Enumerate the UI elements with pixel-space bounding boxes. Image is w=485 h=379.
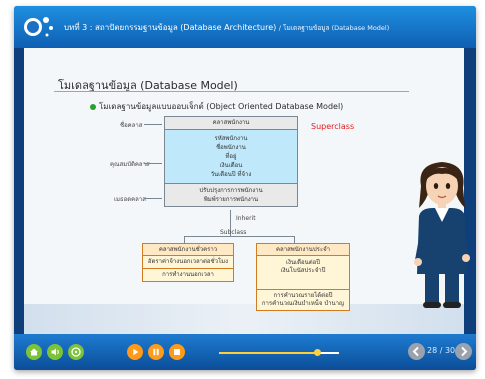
- subclass-name: คลาสพนักงานชั่วคราว: [143, 244, 233, 256]
- pause-icon: [148, 344, 164, 360]
- method: ปรับปรุงการการพนักงาน: [199, 187, 263, 194]
- logo-icon: [24, 17, 53, 37]
- attribute: ชื่อพนักงาน: [216, 144, 246, 151]
- header-title: บทที่ 3 : สถาปัตยกรรมฐานข้อมูล (Database…: [64, 21, 389, 34]
- home-icon: [26, 344, 42, 360]
- arrow-right-icon: [461, 346, 468, 357]
- play-icon: [127, 344, 143, 360]
- page-counter: 28 / 30: [427, 346, 456, 355]
- pause-button[interactable]: [148, 344, 164, 360]
- bullet-item: โมเดลฐานข้อมูลแบบออบเจ็กต์ (Object Orien…: [90, 100, 343, 113]
- bullet-text: โมเดลฐานข้อมูลแบบออบเจ็กต์ (Object Orien…: [99, 102, 344, 111]
- control-bar: 28 / 30: [14, 334, 476, 370]
- breadcrumb: / โมเดลฐานข้อมูล (Database Model): [278, 24, 390, 32]
- progress-handle[interactable]: [313, 349, 321, 356]
- subclass-methods: การทำงานนอกเวลา: [143, 269, 233, 281]
- subclass-name: คลาสพนักงานประจำ: [257, 244, 349, 256]
- superclass-attributes: รหัสพนักงาน ชื่อพนักงาน ที่อยู่ เงินเดือ…: [165, 130, 297, 184]
- superclass-methods: ปรับปรุงการการพนักงาน พิมพ์รายการพนักงาน: [165, 184, 297, 206]
- subclass-permanent-box: คลาสพนักงานประจำ เงินเดือนต่อปี เงินโบนั…: [256, 243, 350, 311]
- presentation-window: บทที่ 3 : สถาปัตยกรรมฐานข้อมูล (Database…: [14, 6, 476, 370]
- label-class-name: ชื่อคลาส: [120, 122, 143, 129]
- arrow-left-icon: [412, 346, 419, 357]
- next-button[interactable]: [455, 343, 472, 360]
- attribute: เงินเดือนต่อปี: [285, 259, 321, 266]
- info-button[interactable]: [68, 344, 84, 360]
- bullet-icon: [90, 103, 96, 110]
- slide-content: โมเดลฐานข้อมูล (Database Model) โมเดลฐาน…: [24, 48, 464, 334]
- attribute: ที่อยู่: [225, 153, 237, 160]
- subclass-temporary-box: คลาสพนักงานชั่วคราว อัตราค่าจ้างนอกเวลาต…: [142, 243, 234, 282]
- attribute: เงินเดือน: [219, 162, 243, 169]
- previous-button[interactable]: [408, 343, 425, 360]
- superclass-name: คลาสพนักงาน: [165, 117, 297, 130]
- attribute: อัตราค่าจ้างนอกเวลาต่อชั่วโมง: [147, 258, 229, 265]
- superclass-box: คลาสพนักงาน รหัสพนักงาน ชื่อพนักงาน ที่อ…: [164, 116, 298, 207]
- title-divider: [54, 91, 409, 92]
- subclass-methods: การคำนวณรายได้ต่อปี การคำนวณเงินบำเหน็จ …: [257, 290, 349, 310]
- method: การทำงานนอกเวลา: [162, 271, 214, 278]
- attribute: วันเดือนปี ที่จ้าง: [210, 171, 252, 178]
- subclass-label: Subclass: [220, 229, 247, 236]
- inherit-line: [230, 210, 231, 236]
- superclass-label: Superclass: [311, 122, 355, 131]
- chapter-title: บทที่ 3 : สถาปัตยกรรมฐานข้อมูล (Database…: [64, 23, 277, 32]
- inherit-label: Inherit: [236, 215, 256, 222]
- method: การคำนวณเงินบำเหน็จ บำนาญ: [261, 300, 345, 307]
- header-bar: บทที่ 3 : สถาปัตยกรรมฐานข้อมูล (Database…: [14, 6, 476, 48]
- attribute: เงินโบนัสประจำปี: [280, 267, 326, 274]
- progress-fill: [219, 352, 318, 354]
- subclass-attributes: เงินเดือนต่อปี เงินโบนัสประจำปี: [257, 256, 349, 290]
- attribute: รหัสพนักงาน: [214, 135, 248, 142]
- leader-line: [144, 198, 162, 199]
- method: พิมพ์รายการพนักงาน: [203, 196, 259, 203]
- method: การคำนวณรายได้ต่อปี: [273, 292, 333, 299]
- stop-button[interactable]: [169, 344, 185, 360]
- home-button[interactable]: [26, 344, 42, 360]
- label-methods: เมธอดคลาส: [114, 196, 146, 203]
- progress-slider[interactable]: [219, 349, 339, 356]
- leader-line: [144, 163, 162, 164]
- label-attributes: คุณสมบัติคลาส: [110, 161, 150, 168]
- stop-icon: [169, 344, 185, 360]
- play-button[interactable]: [127, 344, 143, 360]
- sound-icon: [47, 344, 63, 360]
- info-icon: [68, 344, 84, 360]
- branch-line-right: [294, 236, 295, 244]
- presenter-character-icon: [414, 162, 470, 308]
- branch-line-left: [184, 236, 185, 244]
- leader-line: [144, 124, 162, 125]
- branch-line: [184, 236, 294, 237]
- subclass-attributes: อัตราค่าจ้างนอกเวลาต่อชั่วโมง: [143, 256, 233, 269]
- slide-title: โมเดลฐานข้อมูล (Database Model): [58, 79, 238, 92]
- sound-button[interactable]: [47, 344, 63, 360]
- background-band: [24, 304, 464, 334]
